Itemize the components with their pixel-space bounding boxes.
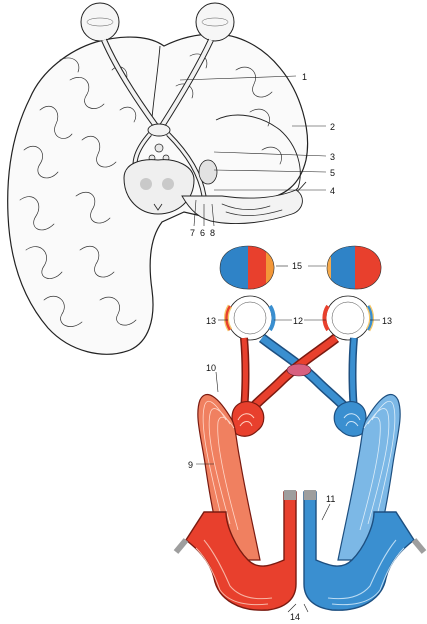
left-geniculate-schematic: [231, 401, 265, 437]
label-4: 4: [330, 186, 335, 196]
right-geniculate-schematic: [333, 401, 367, 437]
lateral-geniculate-body: [198, 159, 218, 185]
right-eye-visual-field: [326, 245, 382, 290]
label-8: 8: [210, 228, 215, 238]
left-visual-cortex: [173, 491, 297, 611]
left-eye-visual-field: [219, 245, 275, 290]
label-15: 15: [292, 261, 302, 271]
right-eye-schematic: [322, 295, 374, 341]
label-2: 2: [330, 122, 335, 132]
label-10: 10: [206, 363, 216, 373]
right-optic-radiation: [337, 394, 401, 561]
label-6: 6: [200, 228, 205, 238]
optic-pathway-crossing: [240, 334, 358, 419]
longitudinal-fissure: [151, 45, 161, 119]
brainstem-section: [123, 159, 195, 215]
right-visual-cortex: [303, 491, 427, 611]
label-3: 3: [330, 152, 335, 162]
label-13-left: 13: [206, 316, 216, 326]
pathway-label-leaders: [196, 371, 331, 613]
left-eyeball: [80, 2, 120, 42]
optic-chiasm: [147, 123, 171, 137]
label-7: 7: [190, 228, 195, 238]
label-11: 11: [326, 494, 335, 504]
label-1: 1: [302, 72, 307, 82]
brain-base-view: [7, 2, 309, 355]
left-eye-schematic: [224, 295, 276, 341]
label-13-right: 13: [382, 316, 392, 326]
label-14: 14: [290, 612, 300, 622]
label-9: 9: [188, 460, 193, 470]
brain-label-leaders: [179, 75, 327, 227]
cerebellum-section: [181, 189, 303, 224]
label-5: 5: [330, 168, 335, 178]
right-eyeball: [195, 2, 235, 42]
left-optic-radiation: [197, 394, 261, 561]
labels: 1 2 3 5 4 7 6 8 15 13 12 13 10 9 11 14: [188, 72, 392, 622]
right-cortex-cap: [304, 490, 316, 500]
left-cortex-cap: [284, 490, 296, 500]
label-12: 12: [293, 316, 303, 326]
